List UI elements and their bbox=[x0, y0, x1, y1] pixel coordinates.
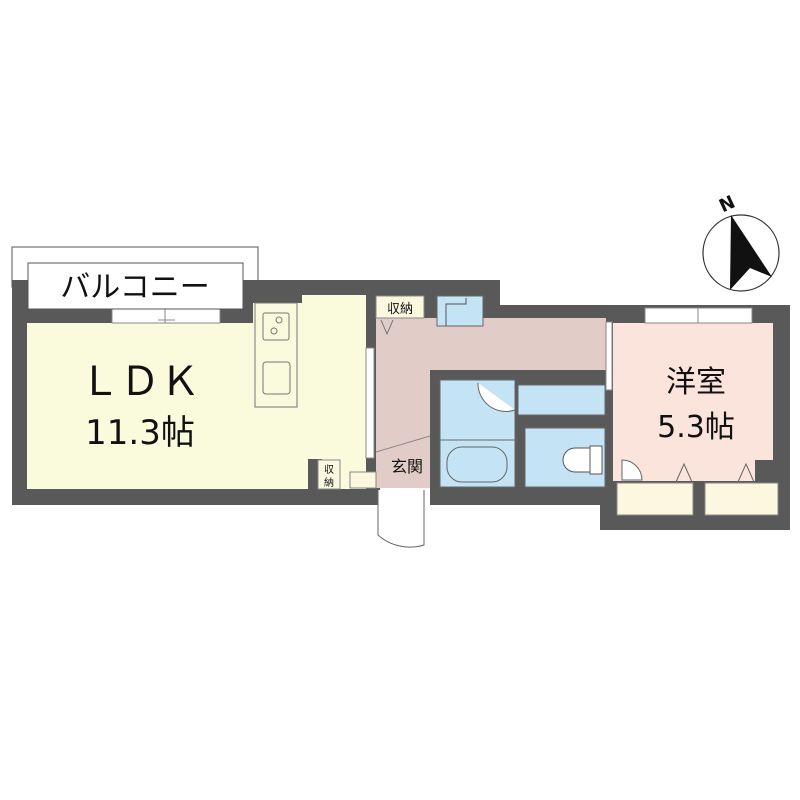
storage-door-icon bbox=[380, 319, 394, 336]
stove-burner-icon bbox=[275, 316, 283, 324]
balcony-label-box bbox=[27, 262, 244, 310]
storage-top bbox=[375, 295, 425, 319]
storage-ldk-label-top: 収 bbox=[324, 464, 334, 476]
bathtub-icon bbox=[446, 446, 508, 483]
ldk-label: ＬＤＫ bbox=[80, 359, 200, 405]
toilet-icon bbox=[562, 445, 603, 475]
bath-door-swing bbox=[477, 382, 516, 412]
washer-space bbox=[436, 295, 484, 327]
compass-north-label: N bbox=[716, 192, 739, 217]
ldk-window bbox=[111, 307, 221, 324]
western-floor bbox=[613, 323, 773, 481]
entrance-door[interactable] bbox=[377, 490, 425, 548]
sink-icon bbox=[262, 361, 291, 395]
stove-burner-icon bbox=[270, 327, 278, 335]
ldk-size: 11.3帖 bbox=[85, 413, 195, 453]
western-window bbox=[644, 307, 753, 324]
western-label: 洋室 bbox=[666, 365, 726, 400]
utility bbox=[517, 384, 606, 416]
storage-top-label: 収納 bbox=[387, 302, 413, 317]
hall-floor bbox=[376, 318, 606, 488]
entrance-label: 玄関 bbox=[391, 457, 423, 476]
closets bbox=[616, 482, 779, 516]
storage-ldk bbox=[317, 459, 341, 490]
western-size: 5.3帖 bbox=[657, 410, 735, 445]
wet-areas bbox=[439, 379, 606, 488]
kitchen-counter bbox=[254, 302, 298, 408]
western-door bbox=[605, 321, 613, 391]
step-line bbox=[375, 435, 431, 453]
balcony-label: バルコニー bbox=[60, 270, 209, 305]
compass-icon: N bbox=[702, 192, 780, 292]
ldk-door bbox=[365, 347, 375, 459]
storage-ldk-label-bottom: 納 bbox=[324, 476, 334, 489]
